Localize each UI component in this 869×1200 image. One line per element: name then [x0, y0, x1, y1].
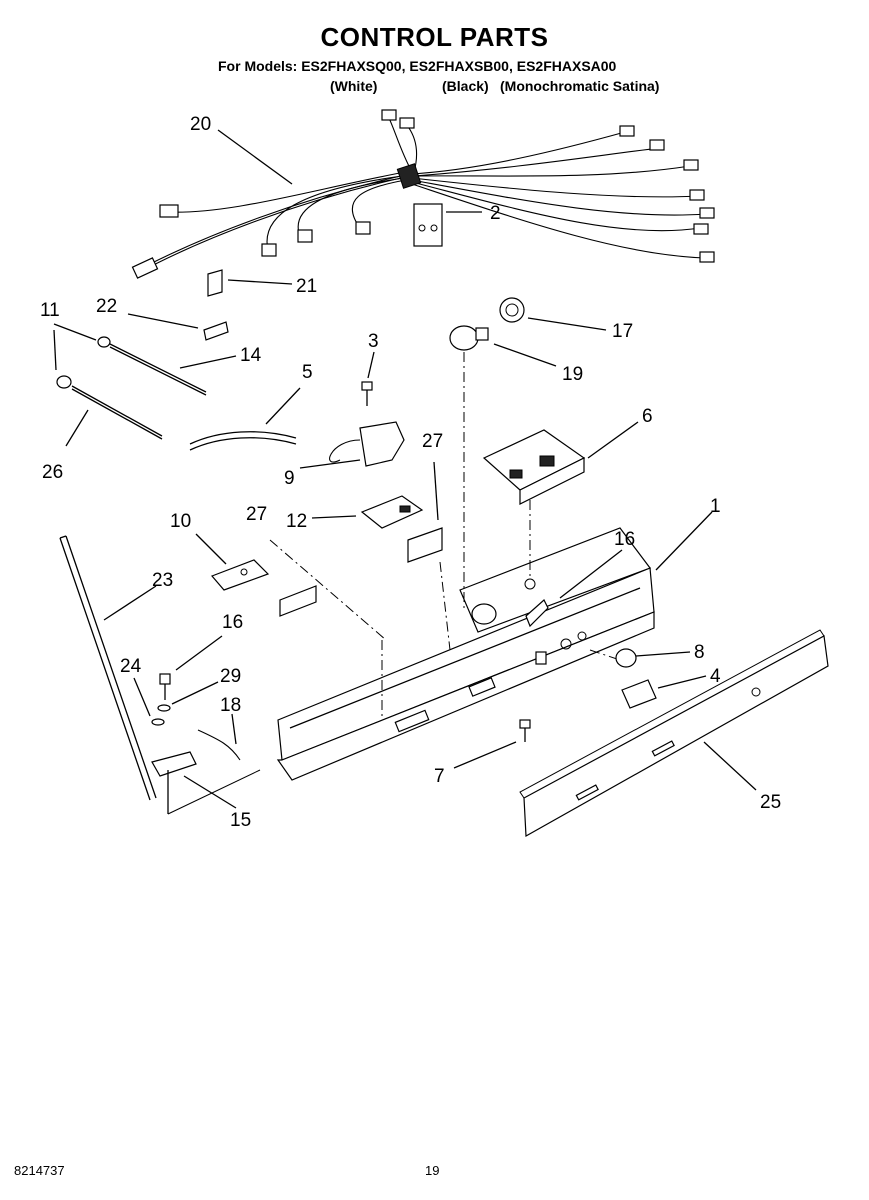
callout-29: 29	[220, 666, 241, 687]
callout-12: 12	[286, 511, 307, 532]
part-6-control-board	[482, 429, 586, 505]
callout-3: 3	[368, 331, 379, 352]
variant-label-satina: (Monochromatic Satina)	[500, 78, 660, 94]
part-3-screw	[361, 381, 373, 406]
wire-harness	[131, 109, 715, 279]
part-22-clip	[203, 321, 229, 341]
part-8-knob	[615, 648, 637, 668]
part-9-switch	[329, 421, 405, 467]
part-18-wire	[197, 729, 241, 761]
part-7-screw	[519, 719, 531, 742]
callout-20: 20	[190, 114, 211, 135]
part-19-bulb	[449, 325, 489, 351]
callout-4: 4	[710, 666, 721, 687]
callout-labels: 20 2 21 11 22 14 3 17 19 5 6 26 9 27 27 …	[40, 114, 781, 831]
page-number: 19	[425, 1163, 440, 1178]
callout-11: 11	[40, 300, 60, 321]
part-27-label-left	[279, 585, 317, 617]
variant-label-white: (White)	[330, 78, 378, 94]
callout-24: 24	[120, 656, 142, 677]
part-5-tube	[189, 431, 297, 451]
callout-25: 25	[760, 792, 781, 813]
part-12-bracket	[360, 495, 424, 529]
callout-23: 23	[152, 570, 173, 591]
part-14-rod	[97, 336, 207, 396]
callout-8: 8	[694, 642, 705, 663]
part-23-rod	[59, 535, 157, 801]
models-line: For Models: ES2FHAXSQ00, ES2FHAXSB00, ES…	[218, 58, 617, 74]
part-26-rod	[56, 375, 163, 440]
callout-17: 17	[612, 321, 633, 342]
callout-27-left: 27	[246, 504, 267, 525]
callout-1: 1	[710, 496, 721, 517]
callout-6: 6	[642, 406, 653, 427]
variant-label-black: (Black)	[442, 78, 489, 94]
callout-18: 18	[220, 695, 241, 716]
callout-16-right: 16	[614, 529, 635, 550]
control-housing	[269, 352, 655, 781]
callout-26: 26	[42, 462, 63, 483]
callout-2: 2	[490, 203, 501, 224]
callout-19: 19	[562, 364, 583, 385]
part-27-label-right	[407, 527, 443, 563]
callout-15: 15	[230, 810, 251, 831]
callout-16-left: 16	[222, 612, 243, 633]
part-15-hinge	[151, 751, 261, 815]
callout-5: 5	[302, 362, 313, 383]
leader-lines	[53, 129, 757, 809]
part-17-socket	[499, 297, 525, 323]
callout-7: 7	[434, 766, 445, 787]
part-16-screw-left	[159, 673, 171, 700]
callout-14: 14	[240, 345, 262, 366]
callout-10: 10	[170, 511, 191, 532]
callout-22: 22	[96, 296, 117, 317]
part-2-insulator	[413, 203, 443, 247]
part-4-switch	[621, 679, 657, 709]
callout-9: 9	[284, 468, 295, 489]
part-10-bracket	[210, 559, 270, 591]
callout-21: 21	[296, 276, 317, 297]
page-title: CONTROL PARTS	[320, 22, 549, 52]
part-21-clip	[207, 269, 223, 297]
document-number: 8214737	[14, 1163, 65, 1178]
front-panel	[519, 629, 829, 837]
part-29-washer	[157, 704, 171, 712]
part-24-washer	[151, 718, 165, 726]
callout-27-right: 27	[422, 431, 443, 452]
